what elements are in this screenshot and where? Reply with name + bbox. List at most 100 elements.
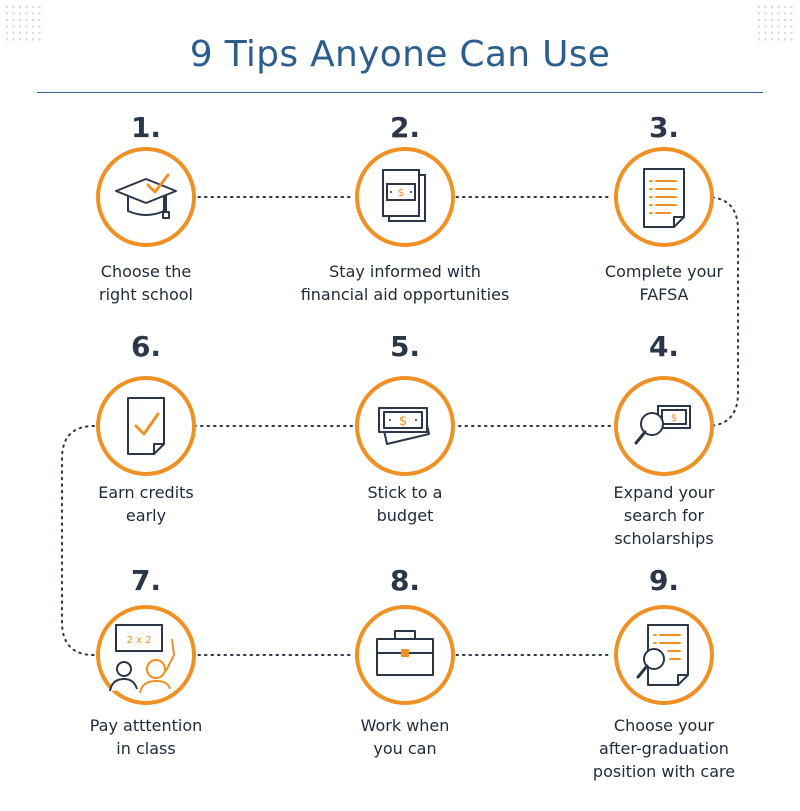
decor-dot bbox=[783, 5, 787, 9]
decor-dot bbox=[25, 18, 28, 22]
decor-dot bbox=[757, 18, 761, 22]
decor-dot bbox=[31, 18, 35, 22]
decor-dot bbox=[38, 18, 41, 22]
decor-dot bbox=[790, 38, 793, 41]
decor-dot bbox=[5, 12, 9, 15]
decor-dot bbox=[777, 12, 780, 15]
decor-dot bbox=[25, 31, 28, 35]
decor-dot bbox=[757, 25, 761, 28]
decor-dot bbox=[770, 38, 774, 41]
tip-number: 6. bbox=[130, 330, 162, 363]
dollar-text: $ bbox=[671, 413, 677, 424]
page-title: 9 Tips Anyone Can Use bbox=[189, 34, 611, 75]
tip-number: 7. bbox=[130, 564, 162, 597]
decor-dot bbox=[31, 5, 35, 9]
decor-dot bbox=[5, 25, 9, 28]
corner-dots-right bbox=[757, 5, 793, 41]
decor-dot bbox=[18, 18, 22, 22]
graduation-cap-check-icon bbox=[115, 173, 177, 219]
decor-dot bbox=[5, 18, 9, 22]
tip-icon-circle: 2 x 2 bbox=[96, 605, 196, 705]
decor-dot bbox=[783, 31, 787, 35]
decor-dot bbox=[12, 5, 15, 9]
decor-dot bbox=[25, 5, 28, 9]
tip-icon-circle bbox=[96, 376, 196, 476]
decor-dot bbox=[757, 5, 761, 9]
tip-number: 9. bbox=[648, 564, 680, 597]
decor-dot bbox=[18, 25, 22, 28]
decor-dot bbox=[777, 38, 780, 41]
corner-dots-left bbox=[5, 5, 41, 41]
decor-dot bbox=[12, 18, 15, 22]
tip-icon-circle bbox=[614, 147, 714, 247]
decor-dot bbox=[764, 38, 767, 41]
decor-dot bbox=[777, 18, 780, 22]
decor-dot bbox=[770, 5, 774, 9]
decor-dot bbox=[783, 12, 787, 15]
tip-label: Expand your search for scholarships bbox=[613, 483, 715, 548]
decor-dot bbox=[25, 38, 28, 41]
decor-dot bbox=[12, 31, 15, 35]
tip-label: Choose your after-graduation position wi… bbox=[592, 716, 736, 781]
decor-dot bbox=[770, 12, 774, 15]
board-text: 2 x 2 bbox=[127, 635, 152, 646]
decor-dot bbox=[38, 5, 41, 9]
decor-dot bbox=[764, 25, 767, 28]
decor-dot bbox=[38, 12, 41, 15]
decor-dot bbox=[777, 25, 780, 28]
tip-label: Stay informed with financial aid opportu… bbox=[300, 262, 510, 304]
decor-dot bbox=[790, 5, 793, 9]
decor-dot bbox=[790, 31, 793, 35]
decor-dot bbox=[31, 38, 35, 41]
decor-dot bbox=[12, 38, 15, 41]
form-document-icon bbox=[643, 168, 685, 228]
magnifier-dollar-icon: $ bbox=[634, 405, 691, 445]
decor-dot bbox=[770, 18, 774, 22]
tip-label: Complete your FAFSA bbox=[604, 262, 724, 304]
tip-number: 3. bbox=[648, 111, 680, 144]
briefcase-icon bbox=[376, 630, 434, 676]
decor-dot bbox=[790, 25, 793, 28]
tip-icon-circle bbox=[355, 605, 455, 705]
decor-dot bbox=[764, 5, 767, 9]
decor-dot bbox=[18, 38, 22, 41]
decor-dot bbox=[764, 12, 767, 15]
decor-dot bbox=[31, 12, 35, 15]
decor-dot bbox=[757, 31, 761, 35]
decor-dot bbox=[783, 25, 787, 28]
document-check-icon bbox=[127, 397, 165, 455]
classroom-icon: 2 x 2 bbox=[109, 624, 176, 694]
decor-dot bbox=[790, 18, 793, 22]
decor-dot bbox=[764, 31, 767, 35]
tip-icon-circle: $ bbox=[355, 376, 455, 476]
tip-label: Stick to a budget bbox=[367, 483, 443, 525]
decor-dot bbox=[38, 31, 41, 35]
tip-label: Work when you can bbox=[360, 716, 450, 758]
cash-bills-icon: $ bbox=[378, 407, 430, 445]
document-magnifier-icon bbox=[636, 624, 689, 686]
tip-number: 8. bbox=[389, 564, 421, 597]
decor-dot bbox=[25, 25, 28, 28]
tip-icon-circle bbox=[96, 147, 196, 247]
decor-dot bbox=[38, 25, 41, 28]
tip-icon-circle bbox=[614, 605, 714, 705]
decor-dot bbox=[18, 5, 22, 9]
tip-icon-circle: $ bbox=[355, 147, 455, 247]
decor-dot bbox=[5, 38, 9, 41]
decor-dot bbox=[770, 25, 774, 28]
dollar-text: $ bbox=[398, 186, 405, 199]
tip-label: Pay atttention in class bbox=[89, 716, 203, 758]
tip-icon-circle: $ bbox=[614, 376, 714, 476]
decor-dot bbox=[757, 38, 761, 41]
decor-dot bbox=[18, 12, 22, 15]
decor-dot bbox=[38, 38, 41, 41]
decor-dot bbox=[31, 25, 35, 28]
tip-number: 4. bbox=[648, 330, 680, 363]
decor-dot bbox=[764, 18, 767, 22]
connector-3-4 bbox=[705, 196, 739, 427]
tip-label: Choose the right school bbox=[99, 262, 193, 304]
decor-dot bbox=[25, 12, 28, 15]
dollar-text: $ bbox=[399, 414, 407, 429]
tip-label: Earn credits early bbox=[98, 483, 194, 525]
